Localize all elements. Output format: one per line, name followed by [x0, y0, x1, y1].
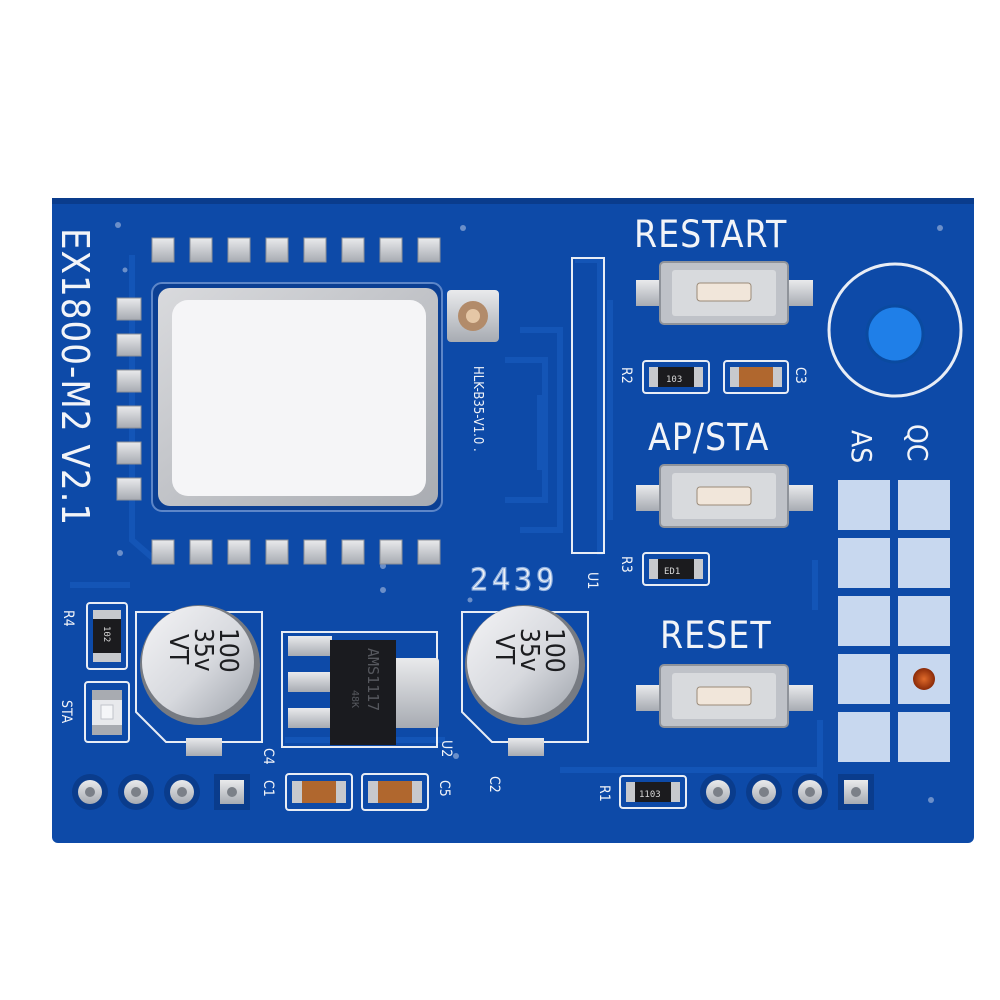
c3-capacitor — [723, 360, 789, 394]
restart-label: RESTART — [634, 213, 787, 256]
capacitor-c2-series: VT — [489, 634, 519, 665]
r4-resistor: 102 — [86, 602, 128, 670]
svg-text:102: 102 — [101, 626, 111, 642]
capacitor-c4-voltage: 35v — [188, 628, 218, 672]
copper-traces — [70, 255, 823, 780]
r2-label: R2 — [618, 367, 634, 384]
regulator-sub-marking: 48K — [349, 690, 360, 708]
qc-cell — [838, 596, 890, 646]
r1-label: R1 — [596, 785, 612, 802]
regulator-marking: AMS1117 — [364, 648, 382, 711]
svg-text:1103: 1103 — [639, 790, 661, 800]
wifi-module: HLK-B35-V1.0 . — [151, 257, 605, 554]
module-pads-top — [151, 237, 441, 263]
voltage-regulator: AMS1117 48K — [281, 631, 439, 748]
qc-cell — [838, 480, 890, 530]
qc-cell — [838, 538, 890, 588]
qc-col-label-as: AS — [845, 430, 878, 463]
qc-cell — [898, 712, 950, 762]
ap-sta-label: AP/STA — [648, 416, 769, 459]
r4-label: R4 — [60, 610, 76, 627]
qc-cell — [898, 596, 950, 646]
c1-label: C1 — [260, 780, 276, 797]
c3-label: C3 — [792, 367, 808, 384]
board-model-label: EX1800-M2 V2.1 — [53, 228, 97, 526]
capacitor-c2-voltage: 35v — [514, 628, 544, 672]
reset-label: RESET — [660, 614, 772, 657]
c1-capacitor — [285, 773, 353, 811]
mounting-hole — [827, 262, 963, 398]
qc-cell — [898, 480, 950, 530]
capacitor-c2-value: 100 — [539, 628, 569, 673]
capacitor-c4: 100 35v VT — [135, 605, 263, 756]
reset-button[interactable] — [636, 664, 813, 728]
c4-label: C4 — [260, 748, 276, 765]
r3-resistor: ED1 — [642, 552, 710, 586]
restart-button[interactable] — [636, 261, 813, 325]
sta-label: STA — [58, 700, 74, 724]
qc-cell — [898, 538, 950, 588]
module-pads-left — [116, 297, 142, 501]
antenna-connector — [447, 290, 499, 342]
c2-label: C2 — [486, 776, 502, 793]
date-code-label: 2439 — [470, 563, 558, 598]
capacitor-c4-series: VT — [163, 634, 193, 665]
capacitor-c2: 100 35v VT — [461, 605, 589, 756]
qc-grid — [838, 480, 950, 762]
r3-label: R3 — [618, 556, 634, 573]
qc-pass-mark — [913, 668, 935, 690]
wifi-module-label: HLK-B35-V1.0 . — [470, 366, 485, 452]
u2-label: U2 — [438, 740, 454, 757]
sta-led — [84, 681, 130, 743]
svg-text:103: 103 — [666, 375, 682, 385]
qc-cell — [838, 712, 890, 762]
header-pins-right — [700, 774, 874, 810]
svg-text:ED1: ED1 — [664, 567, 680, 577]
c5-label: C5 — [436, 780, 452, 797]
header-pins-left — [72, 774, 250, 810]
module-pads-bottom — [151, 539, 441, 565]
u1-label: U1 — [584, 572, 600, 589]
c5-capacitor — [361, 773, 429, 811]
r2-resistor: 103 — [642, 360, 710, 394]
qc-col-label-qc: QC — [901, 424, 934, 461]
r1-resistor: 1103 — [619, 775, 687, 809]
qc-cell — [838, 654, 890, 704]
ap-sta-button[interactable] — [636, 464, 813, 528]
capacitor-c4-value: 100 — [213, 628, 243, 673]
